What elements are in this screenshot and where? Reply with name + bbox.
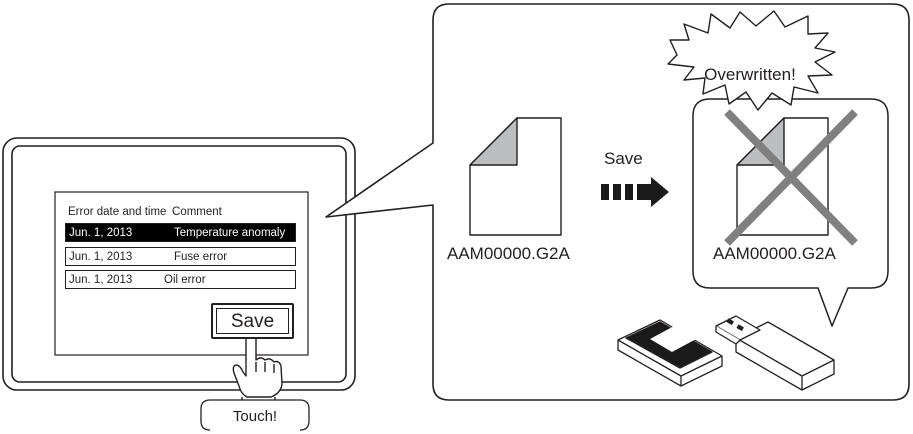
- burst-label: Overwritten!: [704, 65, 796, 84]
- dashed-arrow-icon: [601, 177, 669, 207]
- row-date: Jun. 1, 2013: [69, 274, 133, 286]
- table-row[interactable]: Jun. 1, 2013 Oil error: [65, 270, 296, 289]
- touch-callout-text: Touch!: [233, 408, 277, 425]
- touch-callout: Touch!: [200, 399, 310, 431]
- cross-icon: [724, 109, 858, 246]
- overwritten-file-name: AAM00000.G2A: [713, 244, 837, 263]
- file-icon: [469, 117, 562, 236]
- row-comment: Fuse error: [174, 251, 228, 263]
- table-row[interactable]: Jun. 1, 2013 Fuse error: [65, 247, 296, 266]
- save-button-label: Save: [216, 308, 289, 334]
- save-button[interactable]: Save: [211, 303, 294, 339]
- row-comment: Oil error: [164, 274, 206, 286]
- table-header: Error date and time Comment: [65, 204, 296, 220]
- source-file-name: AAM00000.G2A: [447, 244, 571, 263]
- row-date: Jun. 1, 2013: [69, 227, 133, 239]
- save-arrow-label: Save: [604, 149, 643, 168]
- row-date: Jun. 1, 2013: [69, 251, 133, 263]
- overwritten-burst: Overwritten!: [667, 10, 836, 111]
- table-row[interactable]: Jun. 1, 2013 Temperature anomaly: [65, 223, 296, 242]
- row-comment: Temperature anomaly: [174, 227, 286, 239]
- sd-card-icon: [617, 319, 723, 387]
- header-comment: Comment: [172, 206, 222, 218]
- header-date-time: Error date and time: [68, 206, 167, 218]
- usb-stick-icon: [715, 315, 835, 391]
